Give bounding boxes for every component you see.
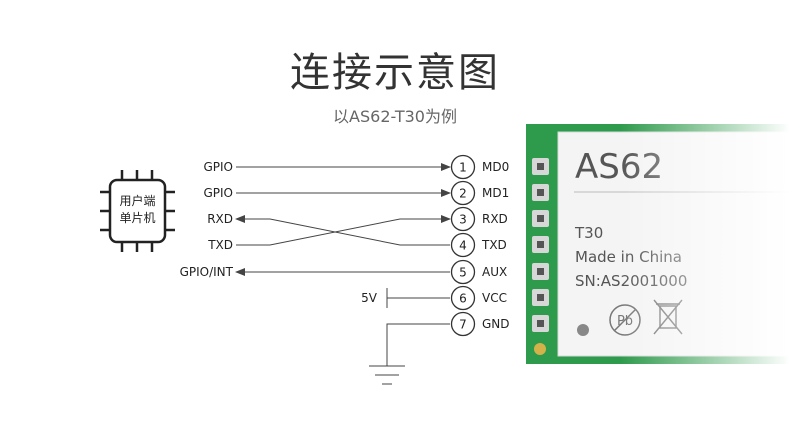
diagram-subtitle: 以AS62-T30为例 [333, 107, 457, 126]
pin-name-rxd: RXD [482, 212, 508, 226]
svg-text:3: 3 [459, 213, 467, 227]
host-labels: GPIO GPIO RXD TXD GPIO/INT 5V [180, 160, 378, 305]
pin-circle-4: 4 [450, 232, 476, 258]
svg-text:4: 4 [459, 239, 467, 253]
module-model: T30 [574, 224, 603, 242]
host-label-md1: GPIO [203, 186, 233, 200]
fade-overlay [620, 110, 790, 380]
module-board: AS62 T30 Made in China SN:AS2001000 Pb [526, 110, 790, 380]
host-label-md0: GPIO [203, 160, 233, 174]
pin-name-gnd: GND [482, 317, 510, 331]
mcu-label-line1: 用户端 [119, 193, 155, 208]
pin1-dot [577, 324, 589, 336]
diagram-title: 连接示意图 [290, 50, 500, 96]
mcu-chip-icon: 用户端 单片机 [100, 170, 175, 252]
svg-text:2: 2 [459, 187, 467, 201]
host-label-txd: TXD [207, 238, 233, 252]
host-label-vcc: 5V [361, 291, 378, 305]
pin-name-txd: TXD [481, 238, 507, 252]
host-label-aux: GPIO/INT [180, 265, 234, 279]
wires [235, 163, 451, 385]
svg-text:5: 5 [459, 266, 467, 280]
wire-txd-to-rxd [235, 215, 450, 246]
svg-text:7: 7 [459, 318, 467, 332]
pin-circle-1: 1 [450, 154, 476, 180]
pin-circle-6: 6 [450, 285, 476, 311]
wire-rxd-from-txd [236, 215, 451, 246]
pin-circle-7: 7 [450, 311, 476, 337]
pin-name-aux: AUX [482, 265, 507, 279]
host-label-rxd: RXD [207, 212, 233, 226]
wire-gnd [386, 323, 450, 366]
pin-name-md0: MD0 [482, 160, 509, 174]
module-pads [532, 158, 549, 355]
svg-text:1: 1 [459, 161, 467, 175]
pin-circle-3: 3 [450, 206, 476, 232]
pin-name-md1: MD1 [482, 186, 509, 200]
pin-circles: 1 2 3 4 5 6 7 [450, 154, 476, 337]
svg-text:6: 6 [459, 292, 467, 306]
pin-names: MD0 MD1 RXD TXD AUX VCC GND [481, 160, 510, 331]
pin-circle-2: 2 [450, 180, 476, 206]
pin-circle-5: 5 [450, 259, 476, 285]
pin-name-vcc: VCC [482, 291, 507, 305]
mcu-label-line2: 单片机 [119, 211, 155, 225]
